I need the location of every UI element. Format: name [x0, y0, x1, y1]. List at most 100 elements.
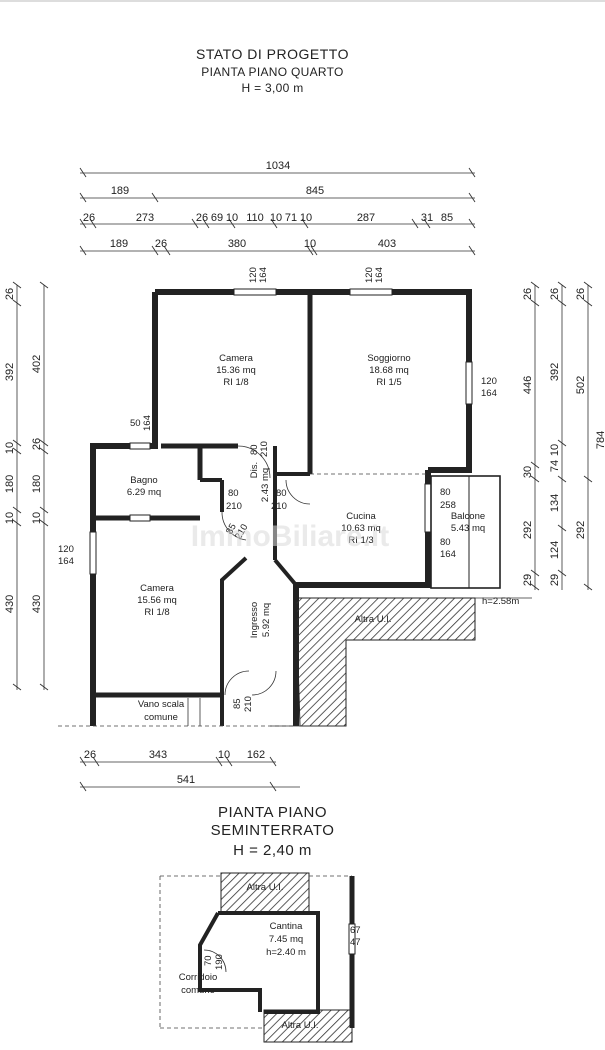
dim-right-29: 29 — [522, 574, 534, 586]
room-labels: Camera 15.36 mq RI 1/8 Soggiorno 18.68 m… — [127, 353, 485, 723]
cantina-area: 7.45 mq — [269, 934, 303, 945]
room-area-dis: 2.43 mq — [260, 468, 271, 502]
dim-right2-10: 10 — [549, 444, 561, 456]
cantina-height: h=2.40 m — [266, 947, 306, 958]
room-name-bagno: Bagno — [130, 475, 157, 486]
win1-width: 120 — [248, 267, 259, 283]
win7-width: 80 — [440, 537, 451, 548]
dim-bottom-10: 10 — [218, 749, 230, 761]
win2-height: 164 — [374, 267, 385, 283]
dim-r3-7: 71 — [285, 212, 297, 224]
win6-height: 258 — [440, 500, 456, 511]
basement-title: PIANTA PIANO — [217, 804, 328, 821]
win3-width: 120 — [481, 376, 497, 387]
room-area-camera1: 15.36 mq — [216, 365, 256, 376]
floor-plan-walls — [58, 288, 501, 727]
dim-r4-2: 380 — [228, 238, 246, 250]
room-name-camera2: Camera — [140, 583, 175, 594]
balcony-height-label: h=2.58m — [482, 596, 519, 607]
plan-title: STATO DI PROGETTO — [196, 46, 349, 62]
dim-r3-2: 26 — [196, 212, 208, 224]
room-name-dis: Dis. — [249, 462, 260, 478]
room-area-cucina: 10.63 mq — [341, 523, 381, 534]
dim-r3-1: 273 — [136, 212, 154, 224]
dim-bottom-541: 541 — [177, 774, 195, 786]
basement-altra-top: Altra U.I. — [247, 882, 284, 893]
corridoio-name: Corridoio — [179, 972, 218, 983]
dim-r4-0: 189 — [110, 238, 128, 250]
door5-width: 85 — [224, 522, 239, 537]
win4-width: 120 — [58, 544, 74, 555]
room-name-ingresso: Ingresso — [249, 602, 260, 638]
room-area-soggiorno: 18.68 mq — [369, 365, 409, 376]
dim-r4-1: 26 — [155, 238, 167, 250]
room-name-camera1: Camera — [219, 353, 254, 364]
dim-left2-180: 180 — [31, 475, 43, 493]
dim-left-392: 392 — [4, 363, 16, 381]
dim-r4-4: 403 — [378, 238, 396, 250]
basement-subtitle: SEMINTERRATO — [210, 822, 335, 839]
door1-height: 210 — [259, 441, 270, 457]
dim-bottom-343: 343 — [149, 749, 167, 761]
room-name-balcone: Balcone — [451, 511, 485, 522]
room-area-ingresso: 5.92 mq — [261, 603, 272, 637]
dim-right-784: 784 — [595, 431, 605, 449]
dim-right2-74: 74 — [549, 460, 561, 472]
win7-height: 164 — [440, 549, 456, 560]
dim-right-446: 446 — [522, 376, 534, 394]
dim-r3-6: 10 — [270, 212, 282, 224]
dim-right3-292: 292 — [575, 521, 587, 539]
dim-top-845: 845 — [306, 185, 324, 197]
cantina-win-height: 47 — [350, 937, 361, 948]
plan-height: H = 3,00 m — [241, 81, 304, 95]
win6-width: 80 — [440, 487, 451, 498]
plan-subtitle: PIANTA PIANO QUARTO — [201, 65, 344, 79]
dim-right-26: 26 — [522, 288, 534, 300]
bottom-dimensions: 26 343 10 162 541 — [79, 749, 300, 792]
dim-left-180: 180 — [4, 475, 16, 493]
room-area-balcone: 5.43 mq — [451, 523, 485, 534]
dim-right2-392: 392 — [549, 363, 561, 381]
door3-height: 210 — [271, 501, 287, 512]
room-ri-camera2: RI 1/8 — [144, 607, 169, 618]
dim-r3-0: 26 — [83, 212, 95, 224]
basement-plan: Cantina 7.45 mq h=2.40 m Corridoio comun… — [159, 872, 361, 1043]
dim-right3-502: 502 — [575, 376, 587, 394]
dim-left2-430: 430 — [31, 595, 43, 613]
dim-right2-29: 29 — [549, 574, 561, 586]
dim-top-189: 189 — [111, 185, 129, 197]
dim-right3-26: 26 — [575, 288, 587, 300]
dim-r3-10: 31 — [421, 212, 433, 224]
dim-left-10b: 10 — [4, 512, 16, 524]
dim-right2-124: 124 — [549, 541, 561, 559]
room-area-bagno: 6.29 mq — [127, 487, 161, 498]
win1-height: 164 — [258, 267, 269, 283]
door1-width: 80 — [249, 444, 260, 455]
dim-left2-26: 26 — [31, 438, 43, 450]
opening-labels: 120 164 120 164 120 164 120 164 50 164 8… — [58, 267, 519, 712]
dim-left2-10: 10 — [31, 512, 43, 524]
dim-bottom-162: 162 — [247, 749, 265, 761]
win5-height: 164 — [142, 415, 153, 431]
basement-altra-bottom: Altra U.I. — [282, 1020, 319, 1031]
watermark: ImmoBiliare.it — [191, 520, 389, 553]
top-dimensions: 1034 189 845 26 273 26 69 10 110 10 71 1… — [79, 160, 476, 256]
dim-r3-4: 10 — [226, 212, 238, 224]
door2-height: 210 — [226, 501, 242, 512]
door2-width: 80 — [228, 488, 239, 499]
dim-left-26: 26 — [4, 288, 16, 300]
cantina-win-width: 67 — [350, 925, 361, 936]
dim-r3-11: 85 — [441, 212, 453, 224]
dim-right2-134: 134 — [549, 494, 561, 512]
win3-height: 164 — [481, 388, 497, 399]
room-name-soggiorno: Soggiorno — [367, 353, 410, 364]
room-area-camera2: 15.56 mq — [137, 595, 177, 606]
dim-left-430: 430 — [4, 595, 16, 613]
win4-height: 164 — [58, 556, 74, 567]
dim-left2-402: 402 — [31, 355, 43, 373]
dim-right2-26: 26 — [549, 288, 561, 300]
room-name-cucina: Cucina — [346, 511, 376, 522]
corridoio-comune: comune — [181, 985, 215, 996]
dim-r3-9: 287 — [357, 212, 375, 224]
